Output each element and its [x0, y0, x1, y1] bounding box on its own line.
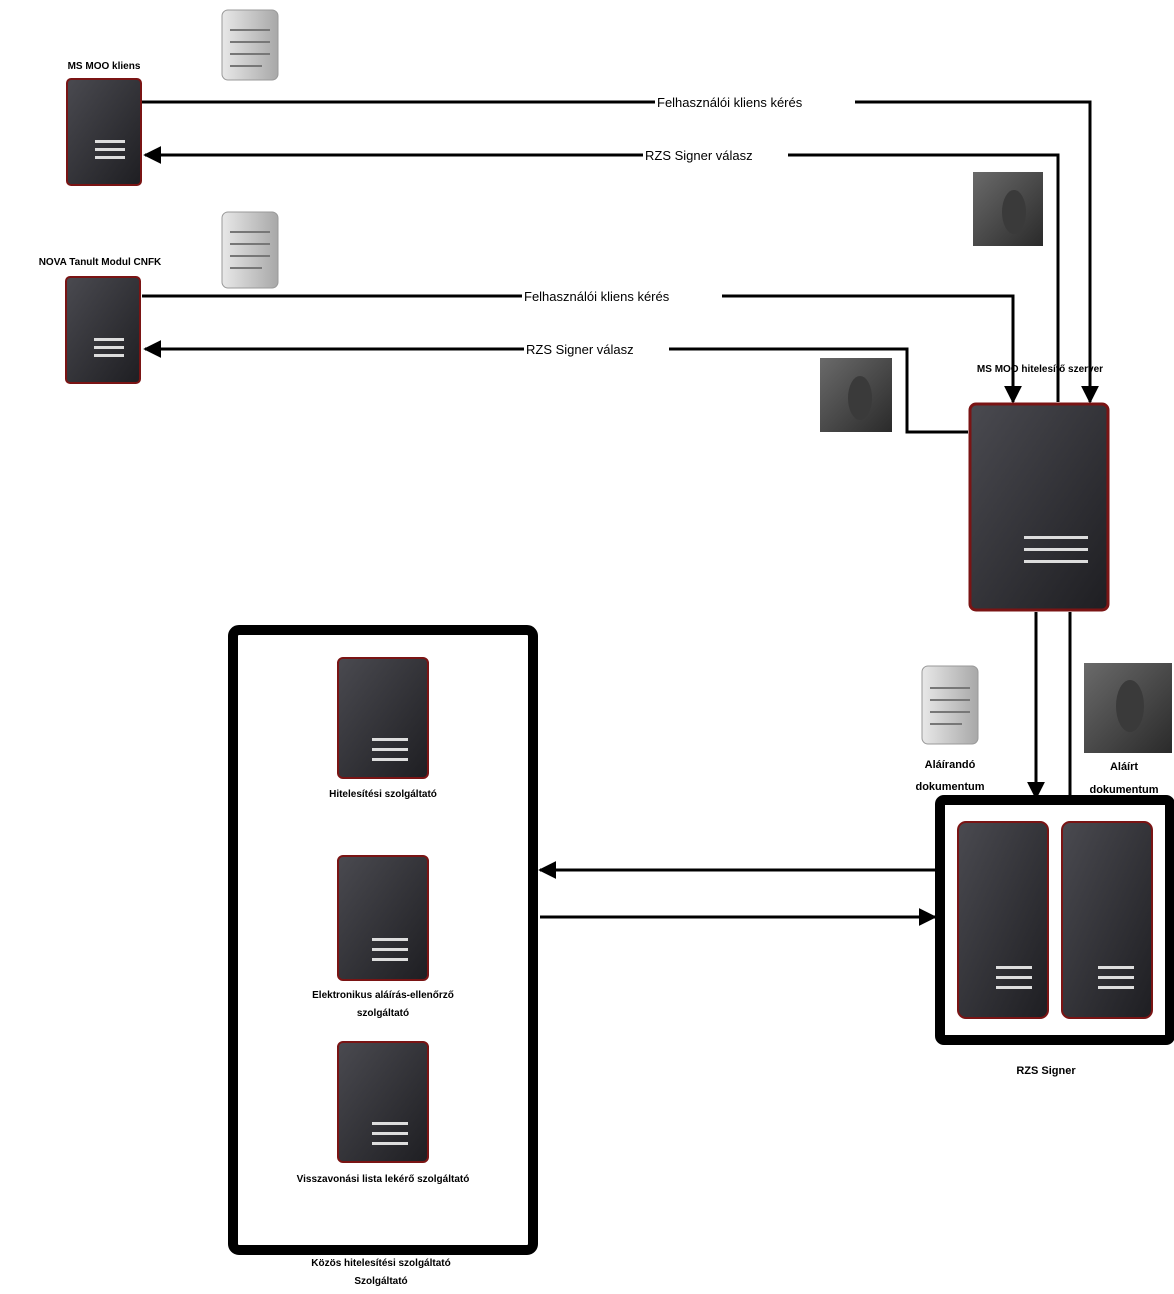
provider3-label: Visszavonási lista lekérő szolgáltató: [297, 1174, 470, 1185]
document-stack-icon: [221, 211, 279, 289]
provider2-node[interactable]: Elektronikus aláírás-ellenőrző szolgálta…: [312, 855, 454, 1019]
server-tower-icon: [337, 1041, 429, 1163]
client1-request-label: Felhasználói kliens kérés: [657, 95, 803, 110]
provider-group[interactable]: Hitelesítési szolgáltató Elektronikus al…: [228, 625, 538, 1287]
signed-certificate-icon: [1084, 663, 1172, 753]
signed-document: Aláírt dokumentum: [1084, 663, 1172, 796]
client1-response-connector: RZS Signer válasz: [143, 146, 1060, 402]
signed-certificate-icon: [973, 172, 1043, 246]
provider2-label-line2: szolgáltató: [357, 1008, 409, 1019]
auth-server-node[interactable]: MS MOO hitelesítő szerver: [968, 364, 1110, 612]
server-tower-icon: [957, 821, 1049, 1019]
auth-server-label: MS MOO hitelesítő szerver: [977, 364, 1103, 375]
provider1-label: Hitelesítési szolgáltató: [329, 789, 437, 800]
signed-certificate-icon: [820, 358, 892, 432]
document-stack-icon: [921, 665, 979, 745]
client1-node[interactable]: MS MOO kliens: [66, 61, 142, 186]
server-tower-icon: [337, 657, 429, 779]
provider2-label-line1: Elektronikus aláírás-ellenőrző: [312, 990, 454, 1001]
provider-group-label-line2: Szolgáltató: [354, 1276, 407, 1287]
server-tower-icon: [65, 276, 141, 384]
client2-request-label: Felhasználói kliens kérés: [524, 289, 670, 304]
server-tower-icon: [968, 402, 1110, 612]
rzs-signer-label: RZS Signer: [1016, 1065, 1076, 1077]
client1-response-label: RZS Signer válasz: [645, 148, 753, 163]
signed-label-line2: dokumentum: [1089, 784, 1158, 796]
provider3-node[interactable]: Visszavonási lista lekérő szolgáltató: [297, 1041, 470, 1185]
provider-group-label-line1: Közös hitelesítési szolgáltató: [311, 1258, 450, 1269]
to-sign-label-line1: Aláírandó: [925, 759, 976, 771]
provider1-node[interactable]: Hitelesítési szolgáltató: [329, 657, 437, 800]
client2-request-connector: Felhasználói kliens kérés: [142, 289, 1022, 404]
client2-response-connector: RZS Signer válasz: [143, 340, 968, 434]
client2-label: NOVA Tanult Modul CNFK: [39, 257, 162, 268]
server-tower-icon: [337, 855, 429, 981]
client1-request-connector: Felhasználói kliens kérés: [142, 95, 1099, 404]
client2-node[interactable]: NOVA Tanult Modul CNFK: [39, 257, 162, 384]
rzs-signer-node[interactable]: RZS Signer: [935, 795, 1174, 1077]
signed-label-line1: Aláírt: [1110, 761, 1138, 773]
to-sign-label-line2: dokumentum: [915, 781, 984, 793]
server-tower-icon: [66, 78, 142, 186]
to-sign-document: Aláírandó dokumentum: [915, 665, 985, 793]
client2-response-label: RZS Signer válasz: [526, 342, 634, 357]
document-stack-icon: [221, 9, 279, 81]
client1-label: MS MOO kliens: [68, 61, 141, 72]
server-tower-icon: [1061, 821, 1153, 1019]
